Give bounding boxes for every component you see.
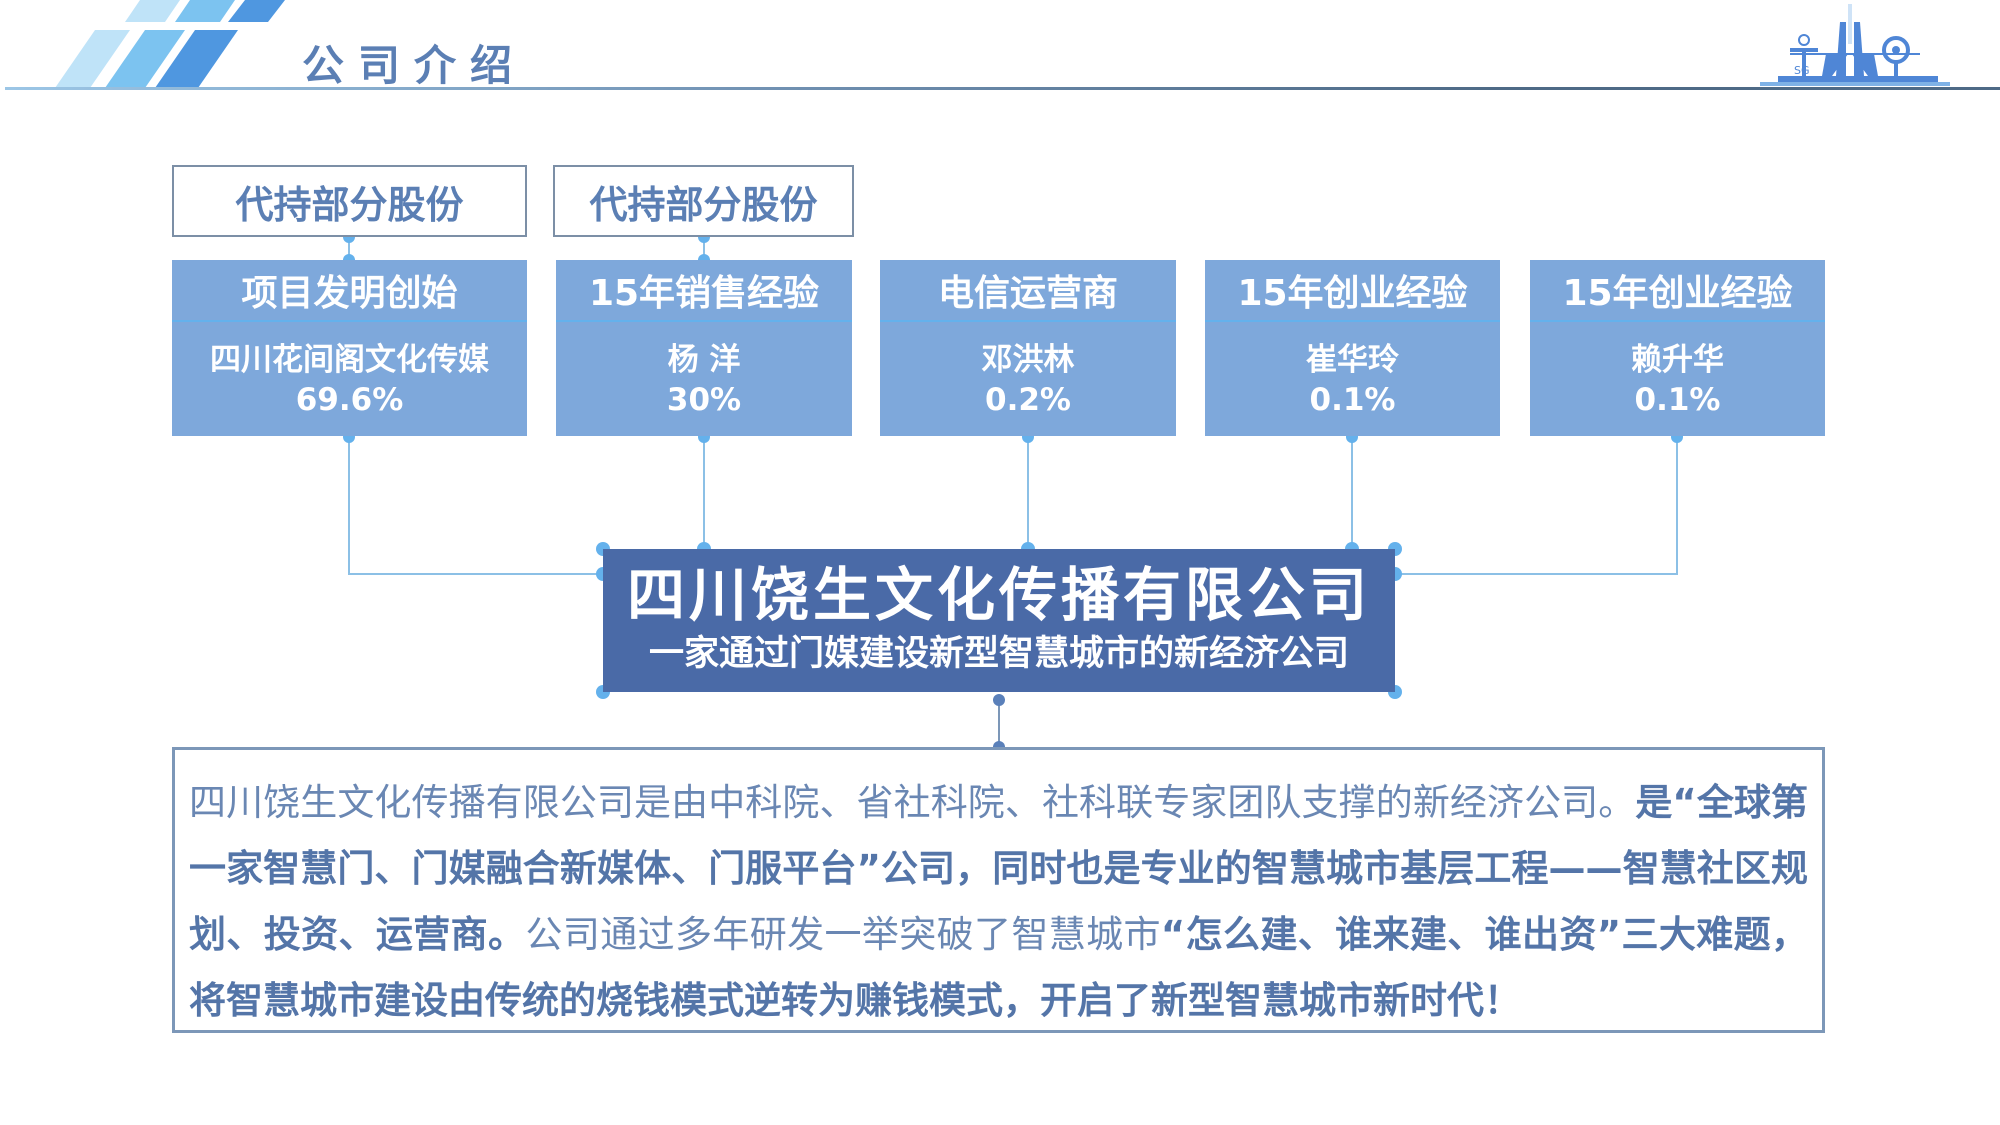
shareholder-share: 0.1% xyxy=(1634,382,1721,418)
desc-segment-1: 四川饶生文化传播有限公司是由中科院、省社科院、社科联专家团队支撑的新经济公司。 xyxy=(189,781,1636,824)
header-stripes-decoration xyxy=(55,0,285,88)
desc-segment-4: “怎么建、谁来建、谁出资”三大难题，将智慧城市建设由传统的烧钱模式逆转为赚钱模式… xyxy=(189,913,1809,1022)
shareholder-card-1: 项目发明创始 四川花间阁文化传媒 69.6% xyxy=(172,260,527,436)
note-box-proxy-shares-2: 代持部分股份 xyxy=(553,165,854,237)
shareholder-name: 崔华玲 xyxy=(1306,342,1399,378)
shareholder-share: 69.6% xyxy=(295,382,404,418)
shareholder-role: 15年创业经验 xyxy=(1205,260,1500,322)
company-tagline: 一家通过门媒建设新型智慧城市的新经济公司 xyxy=(648,634,1349,674)
shareholder-role: 项目发明创始 xyxy=(172,260,527,322)
shareholder-card-3: 电信运营商 邓洪林 0.2% xyxy=(880,260,1176,436)
company-description-box: 四川饶生文化传播有限公司是由中科院、省社科院、社科联专家团队支撑的新经济公司。是… xyxy=(172,747,1825,1033)
shareholder-name: 赖升华 xyxy=(1631,342,1724,378)
shareholder-role: 15年销售经验 xyxy=(556,260,852,322)
shareholder-share: 0.1% xyxy=(1309,382,1396,418)
shareholder-card-2: 15年销售经验 杨 洋 30% xyxy=(556,260,852,436)
company-node: 四川饶生文化传播有限公司 一家通过门媒建设新型智慧城市的新经济公司 xyxy=(603,549,1395,692)
note-box-proxy-shares-1: 代持部分股份 xyxy=(172,165,527,237)
desc-segment-3: 公司通过多年研发一举突破了智慧城市 xyxy=(525,913,1161,956)
shareholder-name: 杨 洋 xyxy=(667,342,741,378)
company-name: 四川饶生文化传播有限公司 xyxy=(626,561,1371,629)
shareholder-share: 0.2% xyxy=(985,382,1071,418)
shareholder-role: 15年创业经验 xyxy=(1530,260,1825,322)
shareholder-name: 邓洪林 xyxy=(981,342,1075,378)
shareholder-name: 四川花间阁文化传媒 xyxy=(210,342,489,378)
shareholder-card-5: 15年创业经验 赖升华 0.1% xyxy=(1530,260,1825,436)
shareholder-share: 30% xyxy=(666,382,742,418)
shareholder-role: 电信运营商 xyxy=(880,260,1176,322)
header-divider xyxy=(5,87,2000,90)
city-skyline-icon: SG xyxy=(1760,4,1950,86)
svg-text:SG: SG xyxy=(1794,64,1810,77)
desc-segment-2: 是“全球第一家智慧门、门媒融合新媒体、门服平台”公司，同时也是专业的智慧城市基层… xyxy=(189,781,1808,956)
company-description: 四川饶生文化传播有限公司是由中科院、省社科院、社科联专家团队支撑的新经济公司。是… xyxy=(189,770,1808,1034)
page-title: 公司介绍 xyxy=(302,41,527,90)
shareholder-card-4: 15年创业经验 崔华玲 0.1% xyxy=(1205,260,1500,436)
